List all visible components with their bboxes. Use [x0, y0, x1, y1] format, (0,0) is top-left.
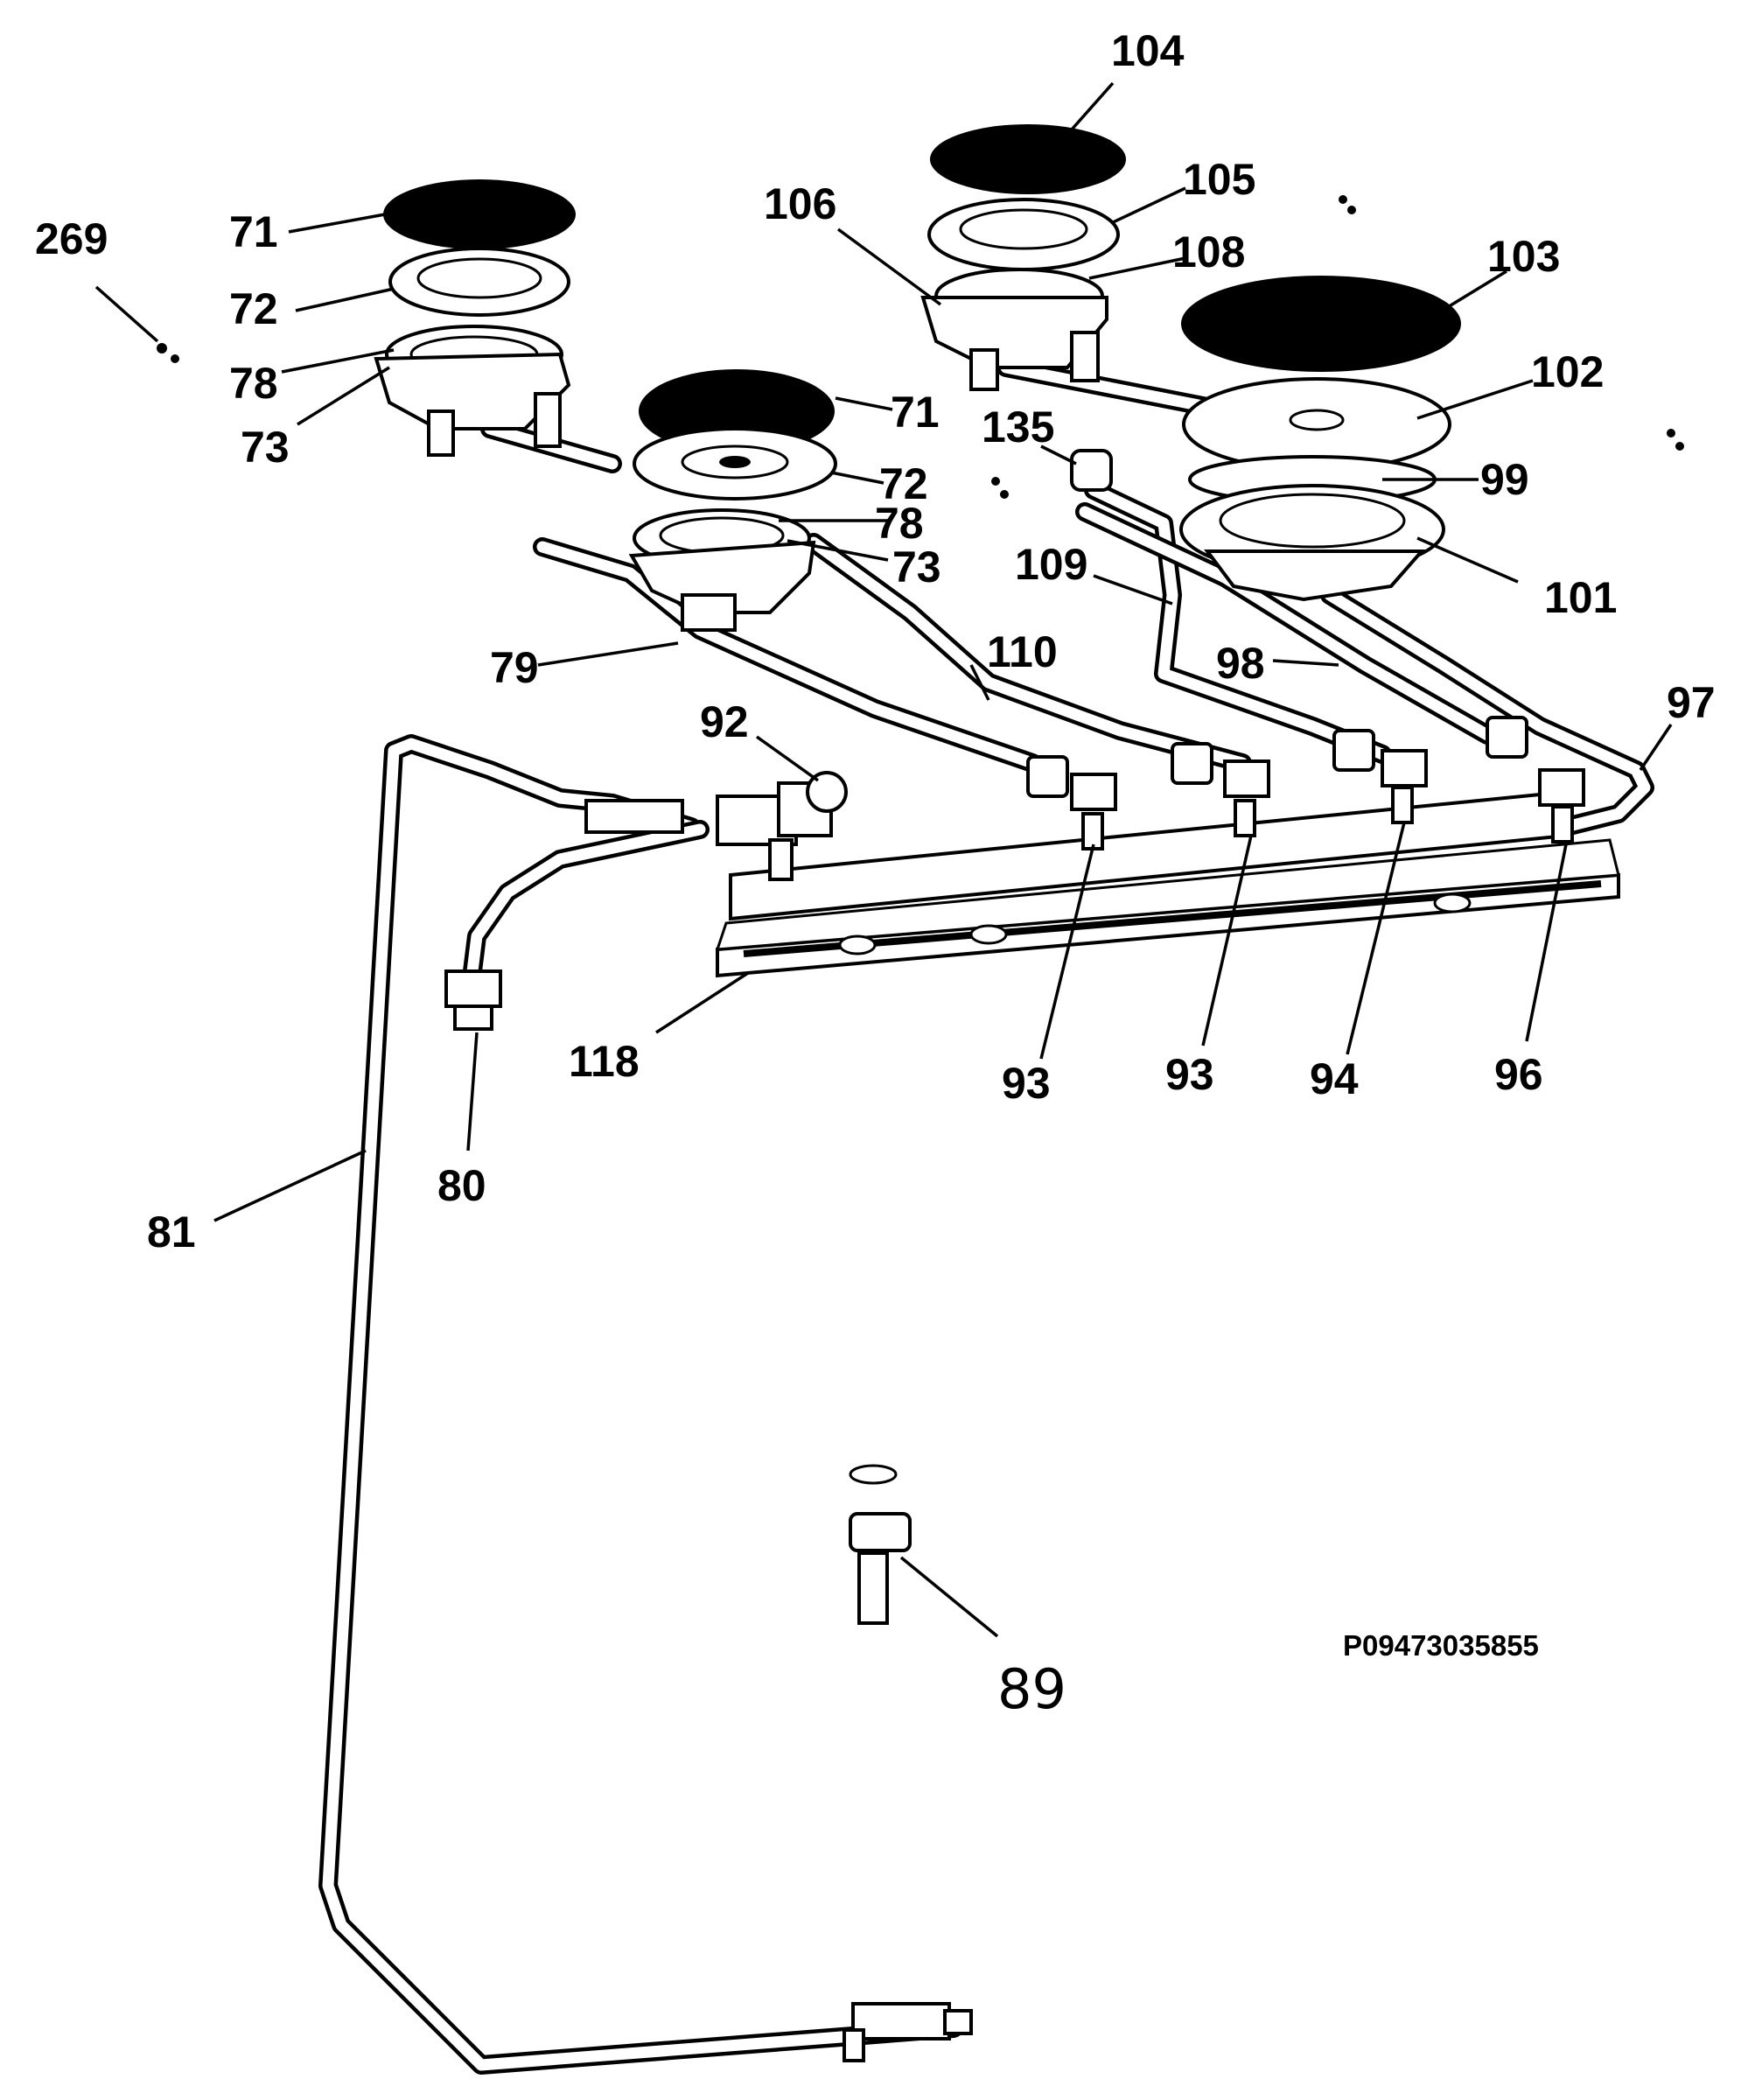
burner-middle-left [628, 369, 837, 632]
leader-lines [94, 81, 1673, 1638]
label-106: 106 [764, 179, 836, 228]
label-73-b: 73 [892, 542, 941, 592]
label-79: 79 [490, 643, 539, 692]
label-103: 103 [1487, 232, 1560, 281]
burner-cap-103 [1181, 276, 1461, 372]
label-108: 108 [1172, 228, 1245, 276]
burner-top-left [374, 179, 576, 457]
label-101: 101 [1544, 573, 1617, 622]
pipe-fittings [444, 799, 973, 2062]
label-78-a: 78 [229, 359, 278, 408]
label-78-b: 78 [875, 499, 924, 548]
label-81: 81 [147, 1208, 196, 1256]
tap-96 [1486, 716, 1585, 844]
small-components [157, 195, 1684, 1625]
label-96: 96 [1494, 1050, 1543, 1099]
label-72-a: 72 [229, 284, 278, 333]
label-80: 80 [437, 1161, 486, 1210]
tap-93-b [1171, 742, 1270, 837]
label-89: 89 [997, 1657, 1066, 1721]
label-99: 99 [1480, 455, 1529, 504]
label-72-b: 72 [879, 459, 928, 508]
tap-94 [1332, 729, 1428, 824]
label-92: 92 [700, 697, 749, 746]
label-71-b: 71 [891, 388, 940, 437]
gas-taps [716, 716, 1585, 881]
burner-right-large [1179, 276, 1461, 602]
part-labels: 104 105 106 108 103 102 135 99 101 109 9… [35, 26, 1716, 1721]
label-93-a: 93 [1002, 1059, 1051, 1108]
burner-cap-104 [930, 124, 1126, 194]
label-118: 118 [569, 1037, 640, 1086]
label-94: 94 [1310, 1054, 1359, 1103]
label-104: 104 [1111, 26, 1185, 75]
gas-pipes [318, 358, 1654, 2075]
burner-base-73 [374, 352, 571, 430]
label-109: 109 [1015, 540, 1087, 589]
injector-89 [849, 1512, 912, 1552]
burner-cap-71 [383, 179, 576, 249]
tap-92 [716, 771, 848, 881]
label-102: 102 [1531, 347, 1604, 396]
label-98: 98 [1216, 639, 1265, 688]
burner-base-73-b [628, 540, 816, 614]
label-73-a: 73 [241, 423, 290, 472]
manifold-rail [715, 789, 1620, 978]
label-269: 269 [35, 214, 108, 263]
label-71-a: 71 [229, 207, 278, 256]
burner-top-right-small [920, 124, 1126, 391]
label-110: 110 [987, 627, 1058, 676]
label-93-b: 93 [1165, 1050, 1214, 1099]
label-105: 105 [1183, 155, 1255, 204]
drawing-code: P09473035855 [1343, 1629, 1539, 1662]
label-97: 97 [1667, 678, 1716, 727]
label-135: 135 [982, 402, 1054, 452]
burner-base-106 [920, 296, 1108, 369]
tap-93-a [1026, 755, 1117, 850]
